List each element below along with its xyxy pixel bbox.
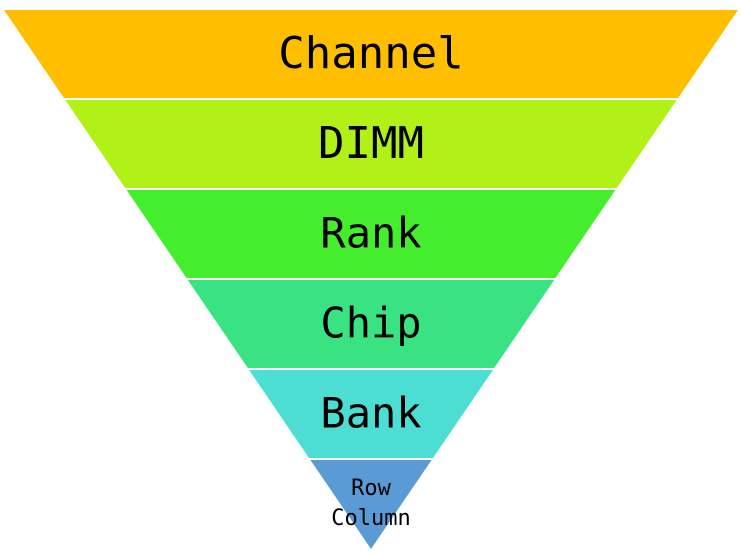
- funnel-layer-6-label-line-1: Row: [351, 476, 391, 501]
- funnel-layer-3: [126, 190, 616, 278]
- funnel-layer-1: [4, 10, 738, 98]
- funnel-layer-2-label: DIMM: [318, 118, 424, 169]
- funnel-layer-4-label: Chip: [320, 299, 421, 348]
- funnel-layer-1-label: Channel: [278, 28, 463, 79]
- funnel-layer-4: [187, 280, 555, 368]
- funnel-layer-6: [310, 460, 432, 549]
- funnel-layer-2: [65, 100, 677, 188]
- funnel-layer-3-label: Rank: [320, 209, 421, 258]
- funnel-layer-5-label: Bank: [320, 389, 421, 438]
- funnel-layer-5: [249, 370, 493, 458]
- funnel-layer-6-label-line-2: Column: [331, 506, 410, 531]
